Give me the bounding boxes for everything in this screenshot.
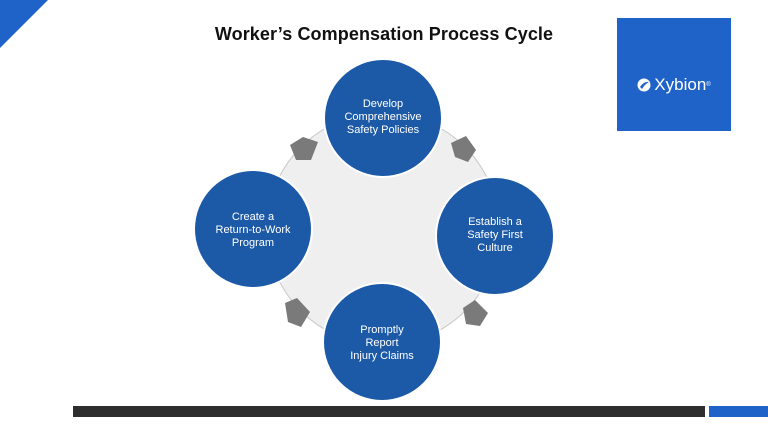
pentagon-arrow-icon: [463, 300, 488, 326]
node-report-label: Promptly Report Injury Claims: [350, 324, 414, 362]
slide-title: Worker’s Compensation Process Cycle: [214, 24, 554, 44]
node-return-circle: [193, 169, 313, 289]
logo-wordmark: Xybion: [654, 75, 707, 94]
xybion-swoosh-icon: [637, 78, 651, 92]
corner-accent: [0, 0, 48, 48]
pentagon-arrow-icon: [290, 137, 318, 160]
connector-bottom-left: [285, 298, 310, 327]
pentagon-arrow-icon: [451, 136, 476, 162]
node-develop-circle: [323, 58, 443, 178]
node-develop-label: Develop Comprehensive Safety Policies: [344, 98, 422, 136]
node-return-label: Create a Return-to-Work Program: [215, 211, 291, 249]
logo-lockup: Xybion®: [617, 75, 731, 95]
logo-registered-mark: ®: [706, 82, 711, 88]
footer-bar-blue: [709, 406, 768, 417]
connector-bottom-right: [463, 300, 488, 326]
node-establish-circle: [435, 176, 555, 296]
node-report-circle: [322, 282, 442, 402]
node-establish-label: Establish a Safety First Culture: [467, 216, 523, 254]
connector-top-left: [290, 137, 318, 160]
footer-bar-dark: [73, 406, 705, 417]
pentagon-arrow-icon: [285, 298, 310, 327]
xybion-logo: Xybion®: [617, 18, 731, 131]
connector-top-right: [451, 136, 476, 162]
